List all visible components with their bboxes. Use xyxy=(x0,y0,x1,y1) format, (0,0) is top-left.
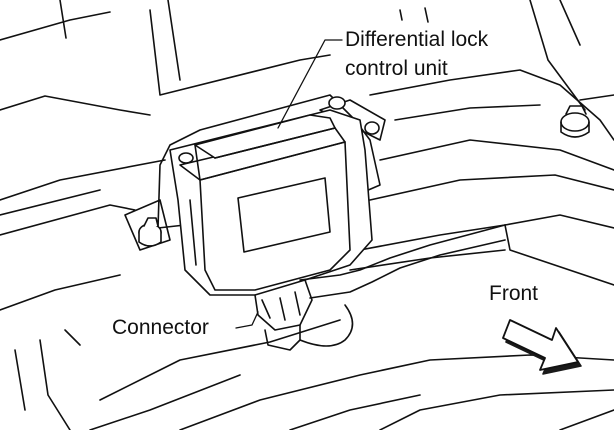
connector-harness xyxy=(254,224,506,351)
control-unit-box xyxy=(169,109,373,296)
body-bolt-right xyxy=(560,105,590,138)
leader-lines xyxy=(235,39,343,329)
front-direction-arrow-icon xyxy=(502,319,582,375)
bracket-bolt-left xyxy=(138,217,162,247)
bracket-bolt-upper-left xyxy=(178,152,194,164)
label-connector: Connector xyxy=(112,316,209,339)
unit-leader-line xyxy=(277,39,343,129)
label-control-unit: control unit xyxy=(345,57,448,80)
label-differential-lock: Differential lock xyxy=(345,28,489,51)
bracket-bolt-upper-right xyxy=(328,96,380,135)
label-front: Front xyxy=(489,282,539,305)
connector-leader-line xyxy=(235,311,259,329)
